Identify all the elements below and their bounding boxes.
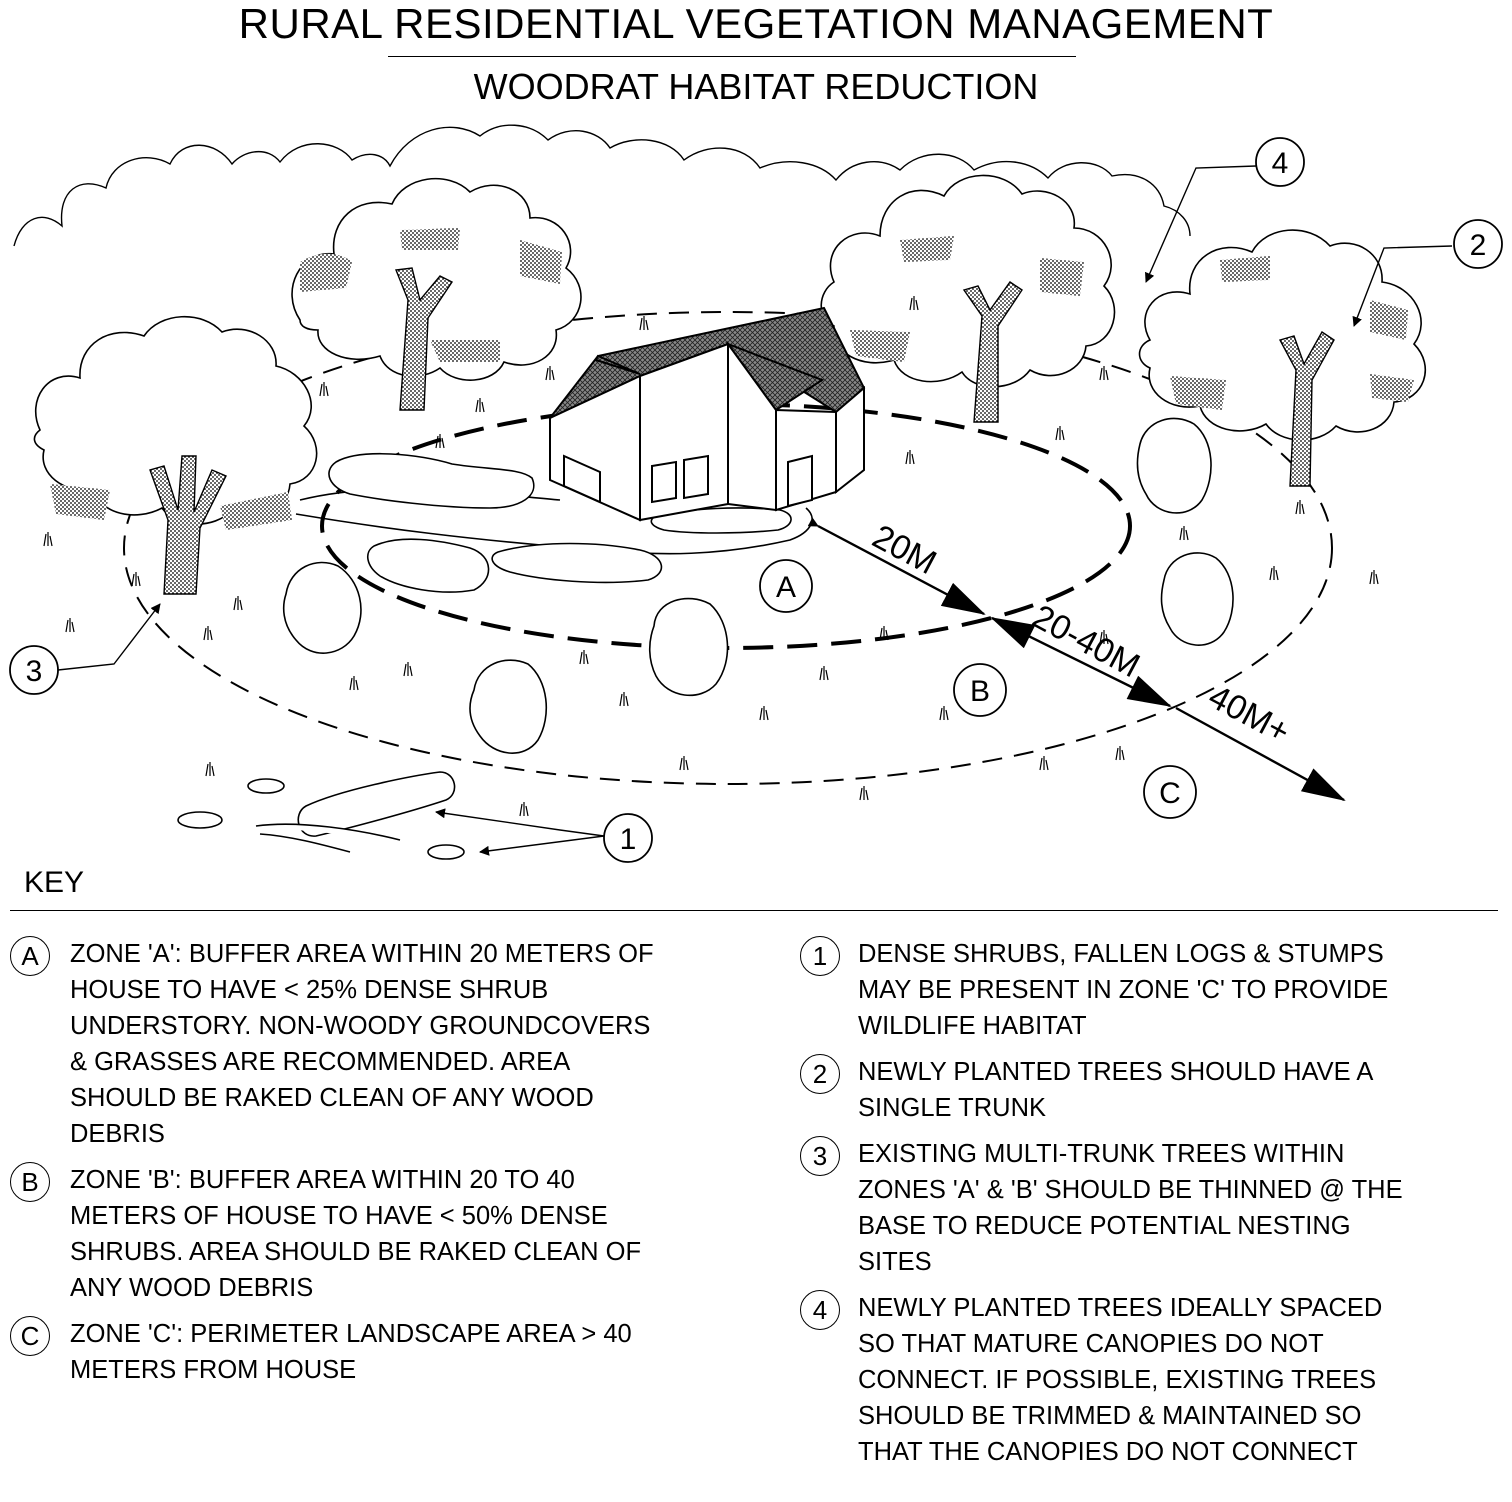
key-divider <box>10 910 1498 911</box>
key-note-1-text: DENSE SHRUBS, FALLEN LOGS & STUMPS MAY B… <box>858 936 1388 1044</box>
tree-multitrunk-left <box>34 317 316 594</box>
page-title: RURAL RESIDENTIAL VEGETATION MANAGEMENT <box>0 0 1512 48</box>
callout-4-label: 4 <box>1272 147 1289 180</box>
key-note-2-text: NEWLY PLANTED TREES SHOULD HAVE A SINGLE… <box>858 1054 1373 1126</box>
zone-marker-c: C <box>1144 766 1196 818</box>
key-zone-b-badge: B <box>10 1162 50 1202</box>
tree-back-right <box>821 175 1114 422</box>
callout-2-label: 2 <box>1470 229 1487 262</box>
key-note-1: 1 DENSE SHRUBS, FALLEN LOGS & STUMPS MAY… <box>800 936 1512 1044</box>
callout-1-label: 1 <box>620 823 637 856</box>
key-zones-column: A ZONE 'A': BUFFER AREA WITHIN 20 METERS… <box>10 936 780 1398</box>
callout-3-label: 3 <box>26 655 43 688</box>
page-subtitle: WOODRAT HABITAT REDUCTION <box>0 66 1512 108</box>
distance-label-40m-plus: 40M+ <box>1202 678 1296 752</box>
callout-4: 4 <box>1256 138 1304 186</box>
key-heading: KEY <box>24 866 84 900</box>
key-zone-c-text: ZONE 'C': PERIMETER LANDSCAPE AREA > 40 … <box>70 1316 632 1388</box>
house <box>550 308 864 520</box>
key-note-3-text: EXISTING MULTI-TRUNK TREES WITHIN ZONES … <box>858 1136 1403 1280</box>
key-notes-column: 1 DENSE SHRUBS, FALLEN LOGS & STUMPS MAY… <box>800 936 1512 1480</box>
tree-back-left <box>292 179 581 410</box>
key-note-4: 4 NEWLY PLANTED TREES IDEALLY SPACED SO … <box>800 1290 1512 1470</box>
zone-marker-b-label: B <box>970 675 990 708</box>
title-divider <box>388 56 1076 57</box>
key-zone-a: A ZONE 'A': BUFFER AREA WITHIN 20 METERS… <box>10 936 780 1152</box>
key-zone-c-badge: C <box>10 1316 50 1356</box>
distance-label-20-40m: 20-40M <box>1026 598 1146 686</box>
key-note-4-text: NEWLY PLANTED TREES IDEALLY SPACED SO TH… <box>858 1290 1382 1470</box>
callout-2: 2 <box>1454 220 1502 268</box>
zone-marker-a: A <box>760 560 812 612</box>
zone-marker-b: B <box>954 664 1006 716</box>
key-note-3: 3 EXISTING MULTI-TRUNK TREES WITHIN ZONE… <box>800 1136 1512 1280</box>
zone-marker-a-label: A <box>776 571 796 604</box>
key-zone-b: B ZONE 'B': BUFFER AREA WITHIN 20 TO 40 … <box>10 1162 780 1306</box>
callout-3: 3 <box>10 646 58 694</box>
key-zone-a-text: ZONE 'A': BUFFER AREA WITHIN 20 METERS O… <box>70 936 654 1152</box>
key-zone-a-badge: A <box>10 936 50 976</box>
key-zone-c: C ZONE 'C': PERIMETER LANDSCAPE AREA > 4… <box>10 1316 780 1388</box>
key-note-1-badge: 1 <box>800 936 840 976</box>
fallen-log-and-stumps <box>178 772 464 859</box>
zone-marker-c-label: C <box>1159 777 1181 810</box>
key-note-2-badge: 2 <box>800 1054 840 1094</box>
key-note-2: 2 NEWLY PLANTED TREES SHOULD HAVE A SING… <box>800 1054 1512 1126</box>
key-note-4-badge: 4 <box>800 1290 840 1330</box>
key-zone-b-text: ZONE 'B': BUFFER AREA WITHIN 20 TO 40 ME… <box>70 1162 641 1306</box>
key-note-3-badge: 3 <box>800 1136 840 1176</box>
callout-1: 1 <box>604 814 652 862</box>
